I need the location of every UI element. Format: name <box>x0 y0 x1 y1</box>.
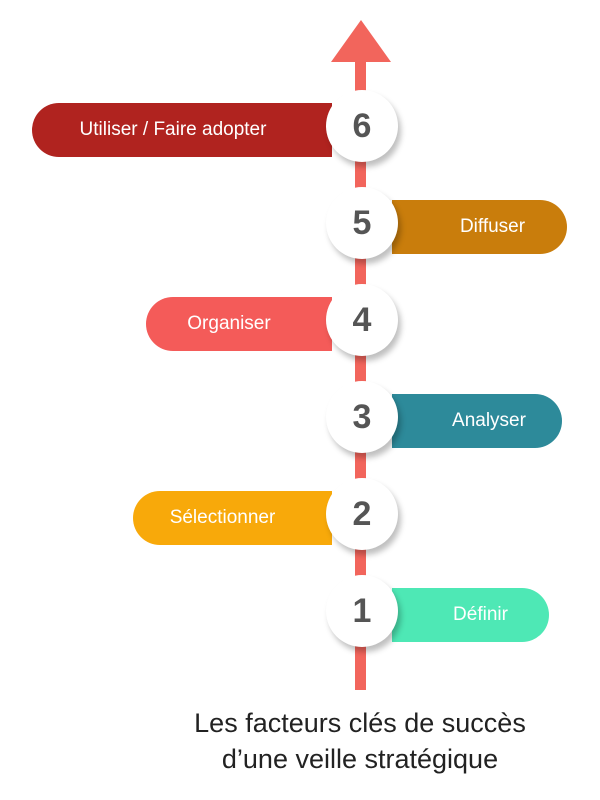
step-6: Utiliser / Faire adopter 6 <box>0 90 600 170</box>
step-6-pill: Utiliser / Faire adopter <box>32 103 332 157</box>
step-1-label: Définir <box>453 604 508 625</box>
step-3-label: Analyser <box>452 410 526 431</box>
step-6-number: 6 <box>326 90 398 162</box>
step-1-number: 1 <box>326 575 398 647</box>
step-3-pill: Analyser <box>392 394 562 448</box>
arrow-up-icon <box>331 20 391 62</box>
title-line-2: d’une veille stratégique <box>221 744 499 774</box>
step-1-pill: Définir <box>392 588 549 642</box>
diagram-title: Les facteurs clés de succès d’une veille… <box>150 705 570 777</box>
title-line-1: Les facteurs clés de succès <box>194 708 526 738</box>
step-3-number: 3 <box>326 381 398 453</box>
step-4-label: Organiser <box>187 313 271 334</box>
step-5-label: Diffuser <box>459 216 526 237</box>
step-2-pill: Sélectionner <box>133 491 332 545</box>
step-5-number: 5 <box>326 187 398 259</box>
step-6-label: Utiliser / Faire adopter <box>79 119 267 140</box>
step-3: Analyser 3 <box>0 381 600 461</box>
step-2-number: 2 <box>326 478 398 550</box>
step-1: Définir 1 <box>0 575 600 655</box>
step-2: Sélectionner 2 <box>0 478 600 558</box>
step-5: Diffuser 5 <box>0 187 600 267</box>
step-5-pill: Diffuser <box>392 200 567 254</box>
timeline-axis <box>355 50 366 690</box>
step-2-label: Sélectionner <box>169 507 276 528</box>
step-4-pill: Organiser <box>146 297 332 351</box>
step-4: Organiser 4 <box>0 284 600 364</box>
step-4-number: 4 <box>326 284 398 356</box>
